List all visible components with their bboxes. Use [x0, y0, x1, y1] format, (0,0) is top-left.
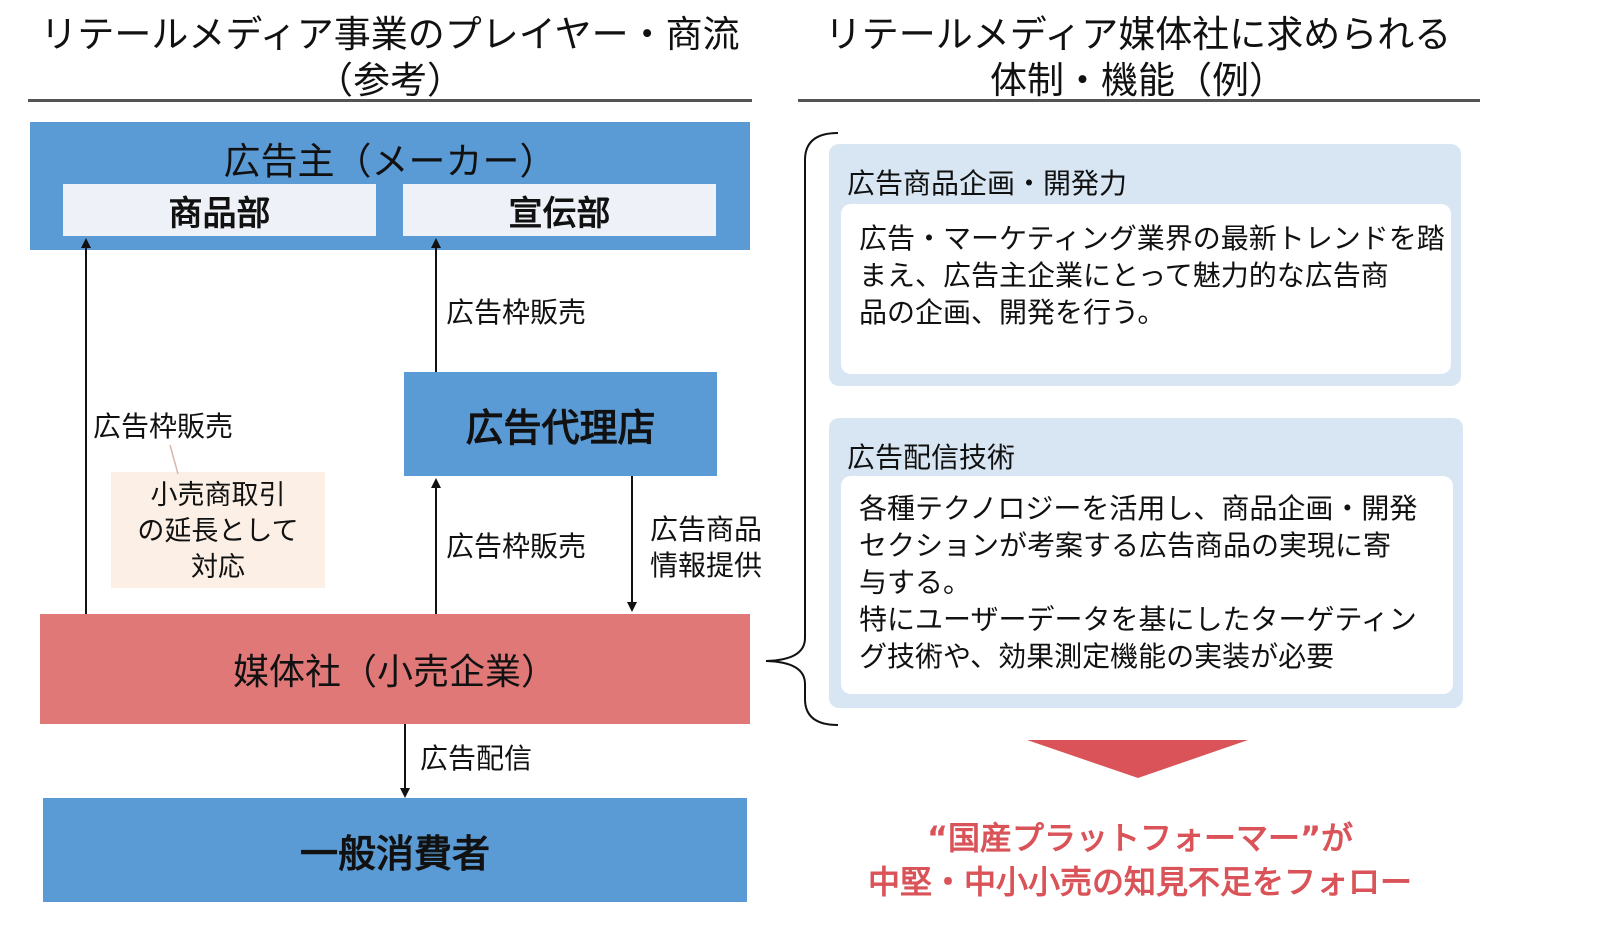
panel-ad-delivery-tech-line: 特にユーザーデータを基にしたターゲティン: [859, 603, 1417, 636]
panel-product-planning-title: 広告商品企画・開発力: [847, 167, 1128, 200]
panels-brace: [765, 132, 839, 726]
flow-label-agency-to-promotion: 広告枠販売: [446, 296, 587, 329]
agency-box: 広告代理店: [404, 372, 717, 476]
right-heading-rule: [798, 99, 1480, 102]
flow-label-agency-to-media: 広告商品 情報提供: [650, 512, 762, 584]
panel-ad-delivery-tech-line: セクションが考案する広告商品の実現に寄: [859, 529, 1392, 562]
panel-product-planning-line: 品の企画、開発を行う。: [859, 296, 1166, 329]
advertiser-box: 広告主（メーカー） 商品部 宣伝部: [30, 122, 750, 250]
note-box: 小売商取引 の延長として 対応: [111, 472, 325, 588]
media-company-box: 媒体社（小売企業）: [40, 614, 750, 724]
panel-ad-delivery-tech-line: 与する。: [859, 566, 972, 599]
note-pointer: [169, 444, 179, 475]
panel-ad-delivery-tech-title: 広告配信技術: [847, 441, 1016, 474]
advertiser-title: 広告主（メーカー）: [223, 140, 557, 183]
promotion-dept-box: 宣伝部: [403, 184, 716, 236]
right-heading-line2: 体制・機能（例）: [990, 59, 1286, 102]
panel-ad-delivery-tech-line: 各種テクノロジーを活用し、商品企画・開発: [859, 492, 1418, 525]
flow-label-agency-to-media-line2: 情報提供: [650, 549, 763, 582]
conclusion-text: “国産プラットフォーマー”が 中堅・中小小売の知見不足をフォロー: [830, 816, 1450, 904]
panel-product-planning-body: 広告・マーケティング業界の最新トレンドを踏 まえ、広告主企業にとって魅力的な広告…: [841, 204, 1451, 374]
left-heading: リテールメディア事業のプレイヤー・商流 （参考）: [30, 12, 750, 104]
right-heading: リテールメディア媒体社に求められる 体制・機能（例）: [798, 12, 1478, 104]
panel-product-planning-line: 広告・マーケティング業界の最新トレンドを踏: [859, 222, 1445, 255]
note-line1: 小売商取引: [150, 480, 286, 511]
panel-ad-delivery-tech: 広告配信技術 各種テクノロジーを活用し、商品企画・開発 セクションが考案する広告…: [829, 418, 1463, 708]
conclusion-line2: 中堅・中小小売の知見不足をフォロー: [867, 863, 1412, 901]
panel-ad-delivery-tech-body: 各種テクノロジーを活用し、商品企画・開発 セクションが考案する広告商品の実現に寄…: [841, 476, 1453, 694]
panel-product-planning: 広告商品企画・開発力 広告・マーケティング業界の最新トレンドを踏 まえ、広告主企…: [829, 144, 1461, 386]
down-arrow-triangle: [1027, 740, 1248, 778]
note-line3: 対応: [191, 552, 245, 583]
flow-label-media-to-agency: 広告枠販売: [446, 530, 587, 563]
left-heading-line2: （参考）: [316, 59, 464, 102]
flow-label-agency-to-media-line1: 広告商品: [650, 513, 763, 546]
note-line2: の延長として: [137, 516, 299, 547]
flow-label-media-to-consumers: 広告配信: [420, 742, 533, 775]
consumers-box: 一般消費者: [43, 798, 747, 902]
left-heading-line1: リテールメディア事業のプレイヤー・商流: [40, 13, 740, 56]
product-dept-box: 商品部: [63, 184, 376, 236]
flow-label-media-to-product: 広告枠販売: [93, 410, 234, 443]
panel-product-planning-line: まえ、広告主企業にとって魅力的な広告商: [859, 259, 1389, 292]
right-heading-line1: リテールメディア媒体社に求められる: [824, 13, 1452, 56]
panel-ad-delivery-tech-line: グ技術や、効果測定機能の実装が必要: [859, 640, 1335, 673]
left-heading-rule: [28, 99, 752, 102]
conclusion-line1: “国産プラットフォーマー”が: [926, 819, 1354, 857]
